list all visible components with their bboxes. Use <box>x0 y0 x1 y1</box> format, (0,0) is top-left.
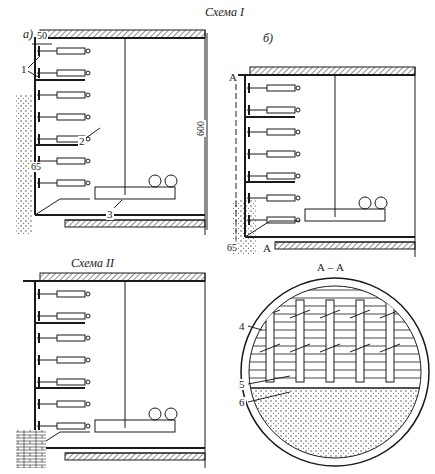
callout-number: 5 <box>238 379 246 390</box>
callout-number: 4 <box>238 321 246 332</box>
callout-number: 2 <box>78 136 86 147</box>
dimension: 65 <box>30 162 42 172</box>
dimension: 65 <box>226 243 238 253</box>
dimension-line <box>207 33 208 230</box>
shield-section <box>23 273 205 468</box>
leader-line <box>114 200 122 208</box>
section-line <box>236 84 237 240</box>
label: А – А <box>316 262 345 273</box>
leader-line <box>26 70 40 78</box>
brick-wall <box>16 430 46 468</box>
leader-line <box>26 56 40 70</box>
dimension: 50 <box>36 31 48 41</box>
label: а) <box>22 28 34 40</box>
section-a-a <box>240 278 430 468</box>
leader-line <box>86 128 100 138</box>
label: А <box>262 243 272 254</box>
scheme-title: Схема I <box>204 6 245 18</box>
label: А <box>228 72 238 83</box>
callout-number: 3 <box>106 209 114 220</box>
dimension-line <box>32 44 52 45</box>
label: б) <box>262 32 274 44</box>
callout-number: 1 <box>20 64 28 75</box>
shield-section <box>23 30 205 235</box>
label: Схема II <box>70 257 115 269</box>
shield-section <box>233 67 415 257</box>
callout-number: 6 <box>238 397 246 408</box>
dimension: 600 <box>196 120 206 137</box>
